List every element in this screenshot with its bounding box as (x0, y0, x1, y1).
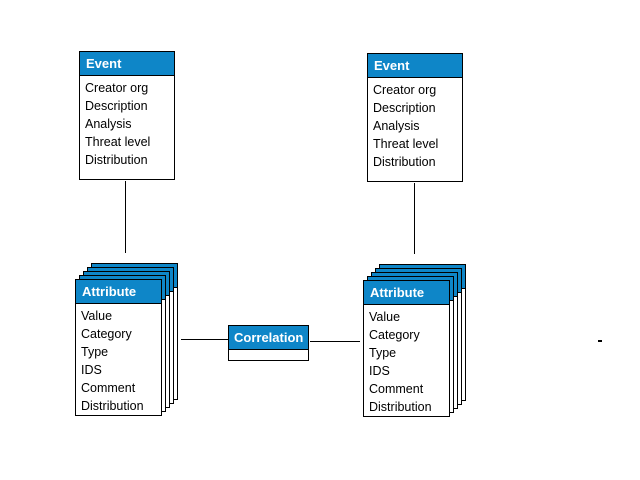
event-left-header: Event (80, 52, 174, 76)
field-row: Comment (369, 382, 424, 396)
field-row: Comment (81, 381, 136, 395)
field-row: IDS (369, 364, 390, 378)
event-right-body: Creator org Description Analysis Threat … (368, 78, 462, 171)
connector-event-left-attribute-left (125, 181, 126, 253)
field-row: Type (81, 345, 109, 359)
attribute-stack-right: Attribute Value Category Type IDS Commen… (363, 264, 466, 417)
event-left-body: Creator org Description Analysis Threat … (80, 76, 174, 169)
attribute-entity-right: Attribute Value Category Type IDS Commen… (363, 280, 450, 417)
attribute-left-body: Value Category Type IDS Comment Distribu… (76, 304, 161, 415)
event-right-header: Event (368, 54, 462, 78)
field-row: Threat level (85, 135, 151, 149)
connector-correlation-attribute-right (310, 341, 360, 342)
field-row: Distribution (85, 153, 148, 167)
field-row: Creator org (373, 83, 437, 97)
attribute-left-header: Attribute (76, 280, 161, 304)
field-row: Type (369, 346, 397, 360)
field-row: Category (81, 327, 132, 341)
field-row: Analysis (85, 117, 132, 131)
field-row: Category (369, 328, 420, 342)
correlation-body (229, 350, 308, 361)
event-entity-left: Event Creator org Description Analysis T… (79, 51, 175, 180)
field-row: Description (85, 99, 148, 113)
field-row: Threat level (373, 137, 439, 151)
connector-attribute-left-correlation (181, 339, 228, 340)
connector-event-right-attribute-right (414, 183, 415, 254)
field-row: Description (373, 101, 436, 115)
field-row: IDS (81, 363, 102, 377)
field-row: Value (81, 309, 113, 323)
field-row: Value (369, 310, 401, 324)
attribute-right-header: Attribute (364, 281, 449, 305)
field-row: Distribution (81, 399, 144, 413)
attribute-entity-left: Attribute Value Category Type IDS Commen… (75, 279, 162, 416)
attribute-stack-left: Attribute Value Category Type IDS Commen… (75, 263, 178, 416)
event-entity-right: Event Creator org Description Analysis T… (367, 53, 463, 182)
attribute-right-body: Value Category Type IDS Comment Distribu… (364, 305, 449, 416)
field-row: Creator org (85, 81, 149, 95)
stray-mark (598, 340, 602, 342)
correlation-header: Correlation (229, 326, 308, 350)
field-row: Analysis (373, 119, 420, 133)
field-row: Distribution (373, 155, 436, 169)
correlation-entity: Correlation (228, 325, 309, 361)
field-row: Distribution (369, 400, 432, 414)
